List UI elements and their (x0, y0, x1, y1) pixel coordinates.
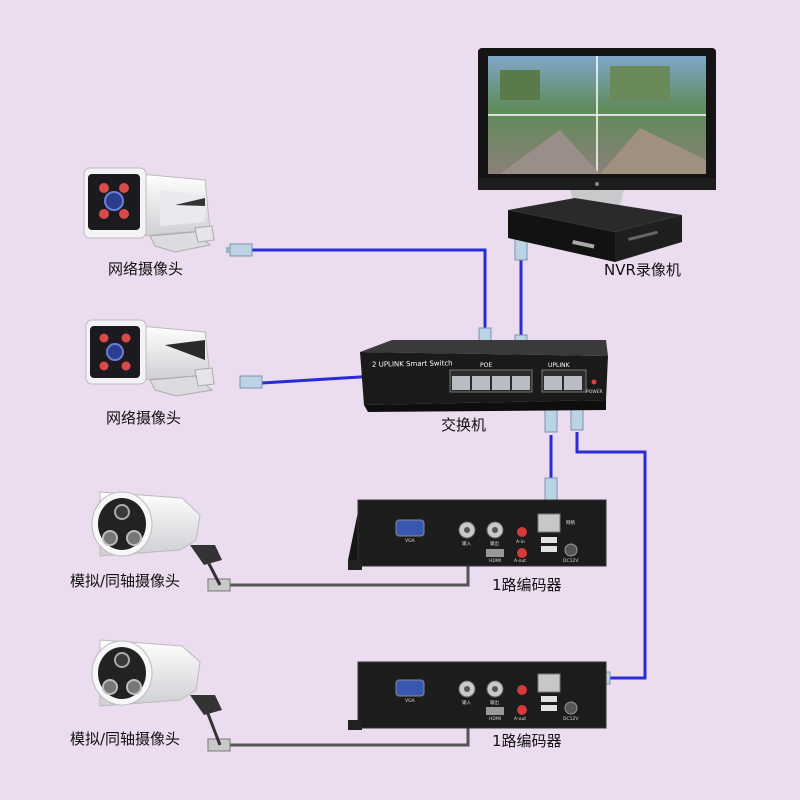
encoder1-out-text: 输出 (490, 542, 499, 547)
label-encoder-2: 1路编码器 (492, 732, 562, 750)
network-cable-ipcam1-to-switch (252, 248, 487, 330)
switch-power-text: POWER (586, 390, 603, 395)
encoder2-out-text: 输出 (490, 701, 499, 706)
encoder1-in-text: 输入 (462, 542, 471, 547)
label-encoder-1: 1路编码器 (492, 576, 562, 594)
nvr-monitor (478, 48, 716, 216)
encoder2-hdmi-text: HDMI (489, 717, 502, 722)
encoder-1 (348, 499, 607, 570)
encoder2-vga-text: VGA (405, 699, 415, 704)
encoder2-dc-text: DC12V (563, 717, 579, 722)
analog-camera-1 (91, 491, 222, 586)
switch-model-text: 2 UPLINK Smart Switch (371, 359, 453, 369)
switch-uplink-text: UPLINK (548, 362, 570, 369)
rj45-plug-ipcam2 (239, 375, 263, 389)
label-nvr: NVR录像机 (604, 261, 681, 279)
label-analog-camera-1: 模拟/同轴摄像头 (70, 572, 181, 590)
poe-switch (360, 340, 608, 412)
label-switch: 交换机 (441, 416, 487, 434)
encoder1-ain-text: A-in (516, 540, 525, 545)
network-cable-switch-to-encoder2 (575, 432, 647, 680)
nvr-recorder (508, 198, 682, 262)
encoder1-aout-text: A-out (514, 559, 527, 564)
encoder1-lan-text: 网络 (566, 521, 575, 526)
encoder-2 (348, 661, 607, 730)
label-ip-camera-2: 网络摄像头 (106, 409, 182, 427)
label-analog-camera-2: 模拟/同轴摄像头 (70, 730, 181, 748)
encoder1-hdmi-text: HDMI (489, 559, 502, 564)
encoder2-in-text: 输入 (462, 701, 471, 706)
rj45-plug-ipcam1 (226, 243, 253, 257)
encoder2-aout-text: A-out (514, 717, 527, 722)
ip-camera-2 (85, 319, 215, 397)
switch-poe-text: POE (480, 362, 493, 369)
analog-camera-2 (91, 639, 222, 746)
ip-camera-1 (83, 167, 215, 253)
label-ip-camera-1: 网络摄像头 (108, 260, 184, 278)
encoder1-vga-text: VGA (405, 539, 415, 544)
encoder1-dc-text: DC12V (563, 559, 579, 564)
